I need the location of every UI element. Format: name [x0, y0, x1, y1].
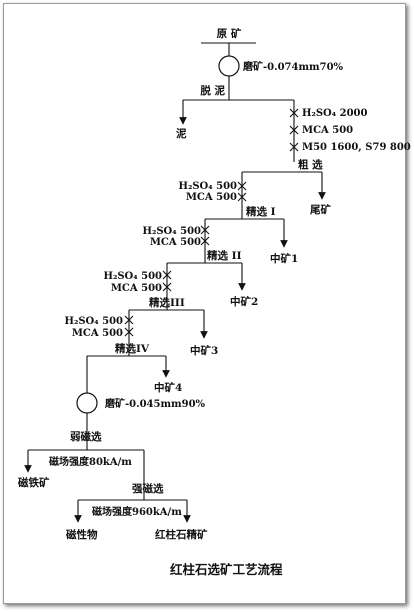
node-middling-1: 中矿1 — [270, 252, 298, 265]
reagent-rougher-collectors: M50 1600, S79 800 — [302, 142, 411, 153]
node-cleaner-4: 精选IV — [115, 342, 150, 355]
node-middling-3: 中矿3 — [190, 344, 218, 357]
grinding-mill-2-symbol — [76, 392, 98, 414]
node-middling-4: 中矿4 — [154, 381, 182, 394]
reagent-cleaner3-mca: MCA 500 — [111, 283, 162, 294]
reagent-cleaner4-mca: MCA 500 — [72, 328, 123, 339]
cleaner3-reagent-marks — [162, 270, 172, 292]
reagent-cleaner3-h2so4: H₂SO₄ 500 — [104, 271, 163, 282]
reagent-rougher-h2so4: H₂SO₄ 2000 — [302, 108, 367, 119]
reagent-cleaner2-h2so4: H₂SO₄ 500 — [143, 226, 202, 237]
node-magnetic-product: 磁性物 — [66, 528, 98, 541]
figure-frame: 原 矿 磨矿-0.074mm70% 脱 泥 泥 H₂SO₄ 2000 MCA 5… — [3, 3, 411, 604]
node-andalusite-concentrate: 红柱石精矿 — [155, 528, 208, 541]
node-grind-2: 磨矿-0.045mm90% — [104, 397, 206, 410]
node-grind-1: 磨矿-0.074mm70% — [242, 60, 344, 73]
reagent-cleaner1-h2so4: H₂SO₄ 500 — [179, 181, 238, 192]
reagent-rougher-mca: MCA 500 — [302, 125, 353, 136]
node-strong-magnetic: 强磁选 — [132, 482, 164, 495]
node-cleaner-1: 精选 I — [246, 205, 276, 218]
grinding-mill-1-symbol — [218, 55, 240, 77]
cleaner2-reagent-marks — [200, 225, 210, 246]
node-raw-ore: 原 矿 — [217, 27, 242, 40]
reagent-cleaner2-mca: MCA 500 — [150, 237, 201, 248]
node-cleaner-3: 精选III — [149, 296, 185, 309]
node-desliming: 脱 泥 — [200, 84, 225, 97]
diagram-title: 红柱石选矿工艺流程 — [170, 562, 283, 577]
cleaner1-reagent-marks — [237, 181, 247, 202]
reagent-cleaner1-mca: MCA 500 — [186, 192, 237, 203]
flowsheet-diagram: 原 矿 磨矿-0.074mm70% 脱 泥 泥 H₂SO₄ 2000 MCA 5… — [18, 27, 411, 577]
node-rougher: 粗 选 — [298, 158, 323, 171]
cleaner4-reagent-marks — [124, 315, 134, 337]
node-cleaner-2: 精选 II — [207, 249, 242, 262]
node-weak-magnetic: 弱磁选 — [70, 430, 102, 443]
node-magnetite: 磁铁矿 — [18, 476, 50, 489]
node-middling-2: 中矿2 — [230, 295, 258, 308]
node-tailings: 尾矿 — [310, 203, 331, 216]
reagent-cross-marks — [289, 108, 299, 152]
strong-field-strength: 磁场强度960kA/m — [92, 505, 182, 518]
reagent-cleaner4-h2so4: H₂SO₄ 500 — [65, 316, 124, 327]
node-slime: 泥 — [176, 127, 187, 140]
weak-field-strength: 磁场强度80kA/m — [49, 455, 132, 468]
